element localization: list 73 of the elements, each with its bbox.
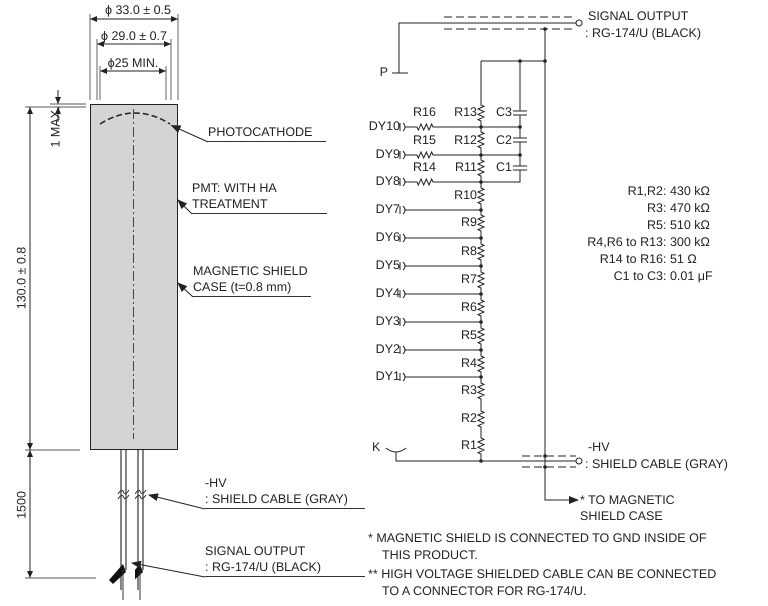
pin-label: DY9 [376, 147, 400, 162]
callout-underline [205, 543, 365, 577]
callout-text: -HV [205, 475, 228, 491]
part-name: R3 [647, 201, 663, 216]
component-label: C1 [496, 160, 512, 175]
component-value: : 430 kΩ [663, 184, 710, 199]
note-text: * MAGNETIC SHIELD IS CONNECTED TO GND INSIDE OF THIS PRODUCT. [368, 530, 708, 564]
pin-label: DY4 [376, 286, 400, 301]
callout-text: SIGNAL OUTPUT [205, 543, 306, 559]
component-label: R7 [461, 272, 477, 287]
dimension-label: 130.0 ± 0.8 [14, 246, 30, 310]
dimension-label: ϕ 29.0 ± 0.7 [101, 29, 167, 44]
cable-label: : RG-174/U (BLACK) [585, 26, 702, 41]
pin-label: DY3 [376, 314, 400, 329]
component-label: R4 [461, 356, 477, 371]
component-label: R16 [413, 105, 436, 120]
shield-case-body [90, 104, 178, 450]
cable [108, 450, 132, 600]
pin-label: P [380, 65, 388, 80]
callout-text: PHOTOCATHODE [208, 124, 326, 142]
component-label: R5 [461, 328, 477, 343]
component-value: : 510 kΩ [663, 218, 710, 233]
part-name: R4,R6 to R13 [587, 235, 663, 250]
callout-underline [205, 475, 365, 509]
leader-line [170, 125, 208, 142]
part-name: R1,R2 [628, 184, 663, 199]
pin-label: DY2 [376, 342, 400, 357]
callout-text: : RG-174/U (BLACK) [205, 559, 322, 575]
note-text: * TO MAGNETIC SHIELD CASE [580, 492, 710, 524]
cable-label: -HV [588, 440, 610, 455]
callout-text: MAGNETIC SHIELD CASE (t=0.8 mm) [193, 263, 311, 297]
pin-label: DY10 [368, 119, 400, 134]
pin-label: DY1 [376, 369, 400, 384]
pin-label: K [372, 440, 380, 455]
component-value: : 0.01 μF [663, 269, 713, 284]
leader-line [148, 493, 206, 510]
part-name: C1 to C3 [614, 269, 663, 284]
part-name: R5 [647, 218, 663, 233]
callout-text: PMT: WITH HA TREATMENT [192, 180, 327, 214]
part-name: R14 to R16 [600, 252, 663, 267]
arrow [544, 474, 579, 504]
cable [135, 450, 149, 600]
callout-text: : SHIELD CABLE (GRAY) [205, 491, 349, 507]
component-label: R11 [454, 160, 477, 175]
component-label: R3 [461, 383, 477, 398]
component-label: R14 [413, 160, 436, 175]
pin-label: DY6 [376, 230, 400, 245]
leader-line [177, 282, 194, 298]
component-label: R12 [454, 133, 477, 148]
component-label: R2 [461, 411, 477, 426]
note-text: ** HIGH VOLTAGE SHIELDED CABLE CAN BE CONNECTED TO A CONNECTOR FOR RG-174/U. [368, 566, 718, 600]
pin-label: DY8 [376, 174, 400, 189]
dimension-label: 1500 [14, 491, 30, 519]
component-label: R15 [413, 133, 436, 148]
component-label: R8 [461, 244, 477, 259]
cable-label: SIGNAL OUTPUT [588, 9, 688, 24]
dimension-label: ϕ 33.0 ± 0.5 [105, 3, 171, 18]
leader-line [131, 560, 206, 578]
component-label: R1 [461, 438, 477, 453]
component-label: C2 [496, 133, 512, 148]
dimension-label: ϕ25 MIN. [108, 56, 158, 71]
pin-label: DY7 [376, 202, 400, 217]
component-label: R9 [461, 215, 477, 230]
component-value: : 470 kΩ [663, 201, 710, 216]
cable-label: : SHIELD CABLE (GRAY) [585, 457, 728, 472]
component-label: R6 [461, 300, 477, 315]
leader-line [177, 199, 192, 214]
pin-label: DY5 [376, 258, 400, 273]
component-label: C3 [496, 105, 512, 120]
component-value: : 300 kΩ [663, 235, 710, 250]
component-label: R10 [454, 188, 477, 203]
component-value: : 51 Ω [663, 252, 697, 267]
component-label: R13 [454, 105, 477, 120]
